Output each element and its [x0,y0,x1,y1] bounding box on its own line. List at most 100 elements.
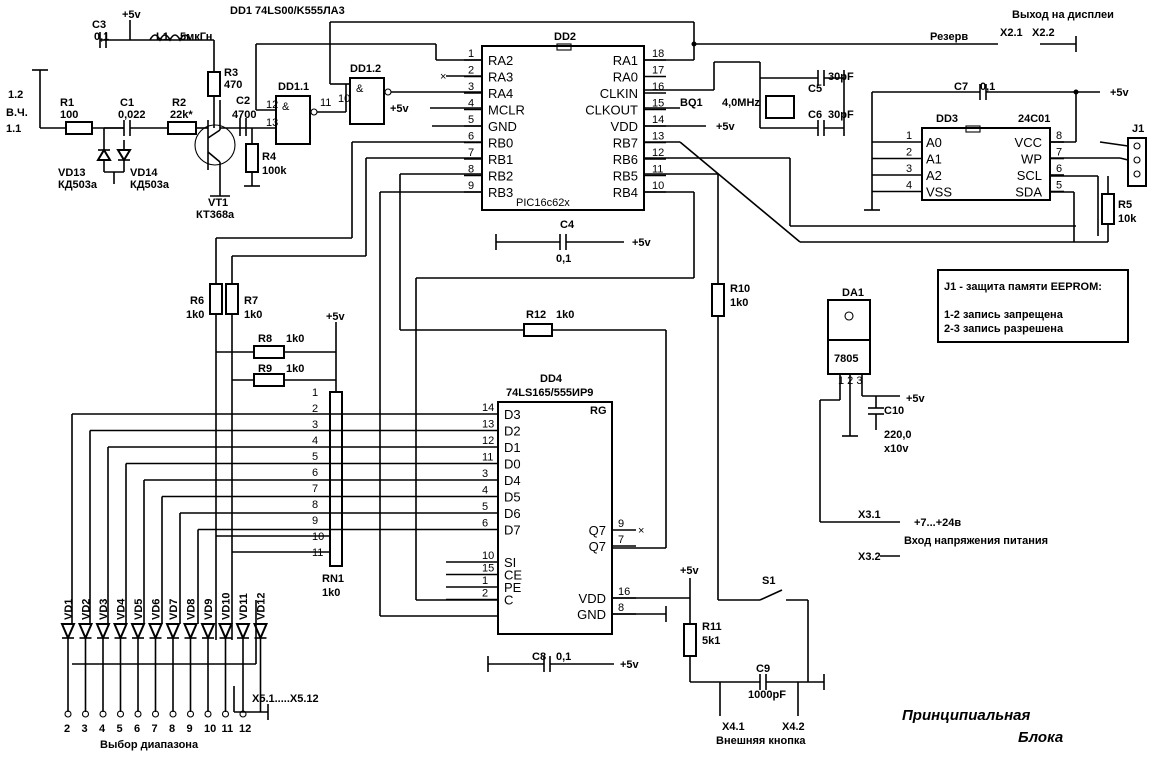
rf-input: 1.2 В.Ч. 1.1 R1 100 C1 0,022 R2 22k* VD1… [6,9,287,221]
svg-text:R2: R2 [172,97,186,109]
pic-pin-num: 15 [652,98,664,110]
dd3-pin-wp: WP [1021,152,1042,167]
dd4-pin-q7: Q7 [589,523,606,538]
caption-line1: Принципиальная [902,707,1031,724]
dd4-pin-d7: D7 [504,523,521,538]
x5-terminal [99,710,107,718]
svg-text:1-2 запись запрещена: 1-2 запись запрещена [944,309,1064,321]
rn1-pin-num: 8 [312,499,318,511]
svg-text:L1: L1 [156,31,169,43]
dd4-pin-pe: PE [504,580,522,595]
x5-pin-num: 2 [64,723,70,735]
svg-text:R7: R7 [244,295,258,307]
svg-text:24C01: 24C01 [1018,113,1050,125]
vt1-transistor [194,124,236,166]
x5-terminal [204,710,212,718]
pic-pin-num: 3 [468,81,474,93]
svg-text:1.2: 1.2 [8,89,23,101]
dd4-pin-num: 12 [482,435,494,447]
x5-pin-num: 10 [204,723,216,735]
dd4-pin-d1: D1 [504,440,521,455]
svg-text:R3: R3 [224,67,238,79]
svg-text:220,0: 220,0 [884,429,912,441]
svg-text:C1: C1 [120,97,134,109]
svg-text:2-3 запись разрешена: 2-3 запись разрешена [944,323,1064,335]
r9-resistor [253,373,285,387]
dd1-title: DD1 74LS00/K555ЛА3 [230,5,345,17]
pic-pin-gnd: GND [488,119,517,134]
dd4-pin-ce: CE [504,568,522,583]
diode-vd6 [147,623,164,641]
dd4-pin-d4: D4 [504,473,521,488]
svg-text:13: 13 [266,117,278,129]
diode-vd4 [112,623,129,641]
svg-text:R6: R6 [190,295,204,307]
svg-text:S1: S1 [762,575,775,587]
svg-text:470: 470 [224,79,242,91]
pic-pin-num: 5 [468,114,474,126]
svg-text:Вход напряжения питания: Вход напряжения питания [904,535,1048,547]
dd3-pin-num: 8 [1056,130,1062,142]
dd4-pin-d6: D6 [504,506,521,521]
dd3-pin-num: 4 [906,180,912,192]
rn1-pin-num: 11 [312,547,323,559]
svg-text:100k: 100k [262,165,287,177]
pic-pin-num: 6 [468,131,474,143]
r8-resistor [253,345,285,359]
diode-label: VD2 [81,599,93,620]
diode-label: VD10 [221,592,233,620]
svg-text:10: 10 [338,93,350,105]
no-connect-mark: × [638,525,644,537]
dd3-pin-num: 2 [906,147,912,159]
svg-text:0,1: 0,1 [556,651,571,663]
svg-text:+5v: +5v [390,103,410,115]
svg-text:22k*: 22k* [170,109,193,121]
dd4-pin-num: 4 [482,485,488,497]
diode-label: VD12 [256,592,268,620]
dd4-pin-gnd: GND [577,607,606,622]
dd4-pin-num: 8 [618,602,624,614]
pic-pin-mclr: MCLR [488,103,525,118]
svg-text:1k0: 1k0 [244,309,262,321]
pic-pin-num: 17 [652,65,664,77]
display-output: Выход на дисплеи X2.1 X2.2 Резерв [644,9,1114,61]
r3-resistor [207,71,221,97]
svg-text:1k0: 1k0 [286,333,304,345]
rn1-pin-num: 4 [312,435,318,447]
vd14-diode [116,149,132,162]
svg-text:J1 - защита памяти EEPROM:: J1 - защита памяти EEPROM: [944,281,1102,293]
svg-text:C3: C3 [92,19,106,31]
svg-text:R11: R11 [702,621,722,633]
dd1-gates: DD1.1 & 12 13 11 DD1.2 & 10 [255,22,436,145]
svg-text:X3.1: X3.1 [858,509,881,521]
r2-resistor [167,121,197,135]
c8-cap: C8 0,1 +5v [487,651,640,672]
pic-pin-rb4: RB4 [613,185,638,200]
x5-pin-num: 9 [187,723,193,735]
dd3-pin-num: 6 [1056,163,1062,175]
dd4-pin-si: SI [504,555,516,570]
diode-label: VD11 [238,593,250,620]
svg-text:X2.2: X2.2 [1032,27,1055,39]
pic-pin-num: 8 [468,164,474,176]
dd4-pin-num: 10 [482,550,494,562]
svg-text:&: & [356,83,364,95]
svg-text:C10: C10 [884,405,904,417]
rn1-pin-num: 7 [312,483,318,495]
svg-text:1k0: 1k0 [286,363,304,375]
dd4-pin-vdd: VDD [579,591,606,606]
svg-text:R5: R5 [1118,199,1132,211]
pic-pin-ra4: RA4 [488,86,513,101]
r11-resistor [683,623,697,657]
svg-text:×: × [440,71,446,83]
svg-text:DD2: DD2 [554,31,576,43]
diode-label: VD7 [168,599,180,620]
dd3-pin-a0: A0 [926,135,942,150]
pic-pin-ra3: RA3 [488,70,513,85]
svg-text:VD13: VD13 [58,167,86,179]
jumper-j1: J1 [1099,123,1147,187]
diode-vd3 [95,623,111,641]
